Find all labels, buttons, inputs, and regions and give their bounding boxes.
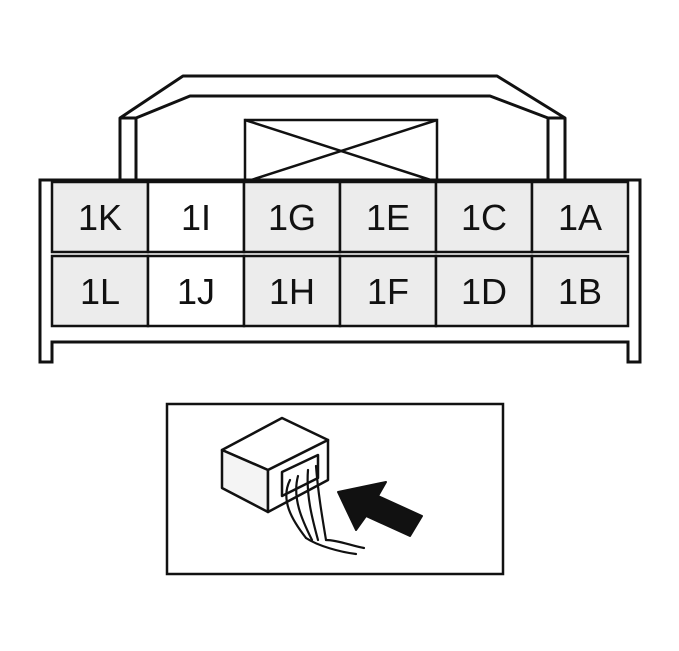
pin-label: 1C — [461, 197, 507, 238]
pin-cavity-box — [338, 254, 438, 328]
pin-label: 1L — [80, 271, 120, 312]
crossed-key-block — [243, 118, 439, 184]
pin-cavity-box — [242, 254, 342, 328]
insertion-arrow-icon — [337, 481, 423, 537]
pin-label: 1I — [181, 197, 211, 238]
pin-cavity-1i: 1I — [146, 180, 246, 254]
pin-cavity-1b: 1B — [530, 254, 630, 328]
connector-latch — [118, 74, 567, 180]
pin-cavity-box — [530, 180, 630, 254]
pin-cavity-box — [434, 254, 534, 328]
pin-cavity-box — [530, 254, 630, 328]
pin-label: 1D — [461, 271, 507, 312]
pin-cavity-box — [50, 254, 150, 328]
pin-cavity-1h: 1H — [242, 254, 342, 328]
pin-label: 1B — [558, 271, 602, 312]
pin-cavity-box — [338, 180, 438, 254]
pin-cavity-box — [146, 254, 246, 328]
back-probe-inset — [165, 402, 505, 576]
pin-cavity-1f: 1F — [338, 254, 438, 328]
pin-cavity-1j: 1J — [146, 254, 246, 328]
pin-label: 1K — [78, 197, 122, 238]
connector-housing — [38, 178, 642, 364]
pin-label: 1J — [177, 271, 215, 312]
pin-cavity-box — [242, 180, 342, 254]
pin-cavity-1e: 1E — [338, 180, 438, 254]
pin-cavity-box — [146, 180, 246, 254]
pin-cavity-1g: 1G — [242, 180, 342, 254]
inset-frame — [165, 402, 505, 576]
pin-cavity-1d: 1D — [434, 254, 534, 328]
pin-label: 1E — [366, 197, 410, 238]
pin-cavity-box — [50, 180, 150, 254]
pin-label: 1F — [367, 271, 409, 312]
pin-cavity-box — [434, 180, 534, 254]
pin-cavity-1k: 1K — [50, 180, 150, 254]
pin-cavity-1c: 1C — [434, 180, 534, 254]
pin-grid: 1K 1I 1G 1E 1C 1A 1L 1J 1H 1F 1D 1B — [50, 180, 630, 328]
pin-label: 1H — [269, 271, 315, 312]
pin-label: 1A — [558, 197, 602, 238]
pin-cavity-1l: 1L — [50, 254, 150, 328]
probe-wires-icon — [285, 464, 366, 556]
pin-label: 1G — [268, 197, 316, 238]
pin-cavity-1a: 1A — [530, 180, 630, 254]
